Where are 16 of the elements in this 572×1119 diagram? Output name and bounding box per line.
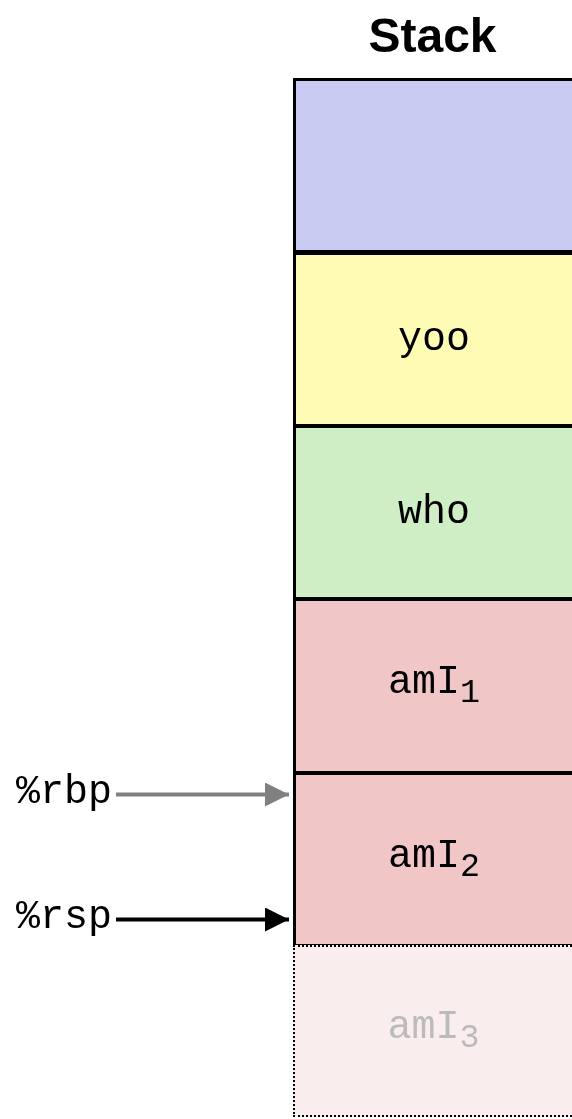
stack-frame xyxy=(293,945,572,1117)
register-label: %rbp xyxy=(16,770,112,815)
frame-label: amI$_{1}$ xyxy=(388,660,480,712)
frame-label: who xyxy=(398,490,470,535)
register-label: %rsp xyxy=(16,895,112,940)
arrow xyxy=(116,782,289,807)
stack-frame xyxy=(293,252,572,427)
frame-label: amI$_{2}$ xyxy=(388,833,480,886)
stack-frame xyxy=(293,598,572,774)
stack-frame xyxy=(293,772,572,947)
stack-frame xyxy=(293,425,572,600)
title: Stack xyxy=(367,8,498,63)
frame-label: amI$_{3}$ xyxy=(387,1005,480,1057)
arrow xyxy=(116,907,289,932)
frame-label: yoo xyxy=(398,317,470,362)
stack-frame xyxy=(293,78,572,253)
